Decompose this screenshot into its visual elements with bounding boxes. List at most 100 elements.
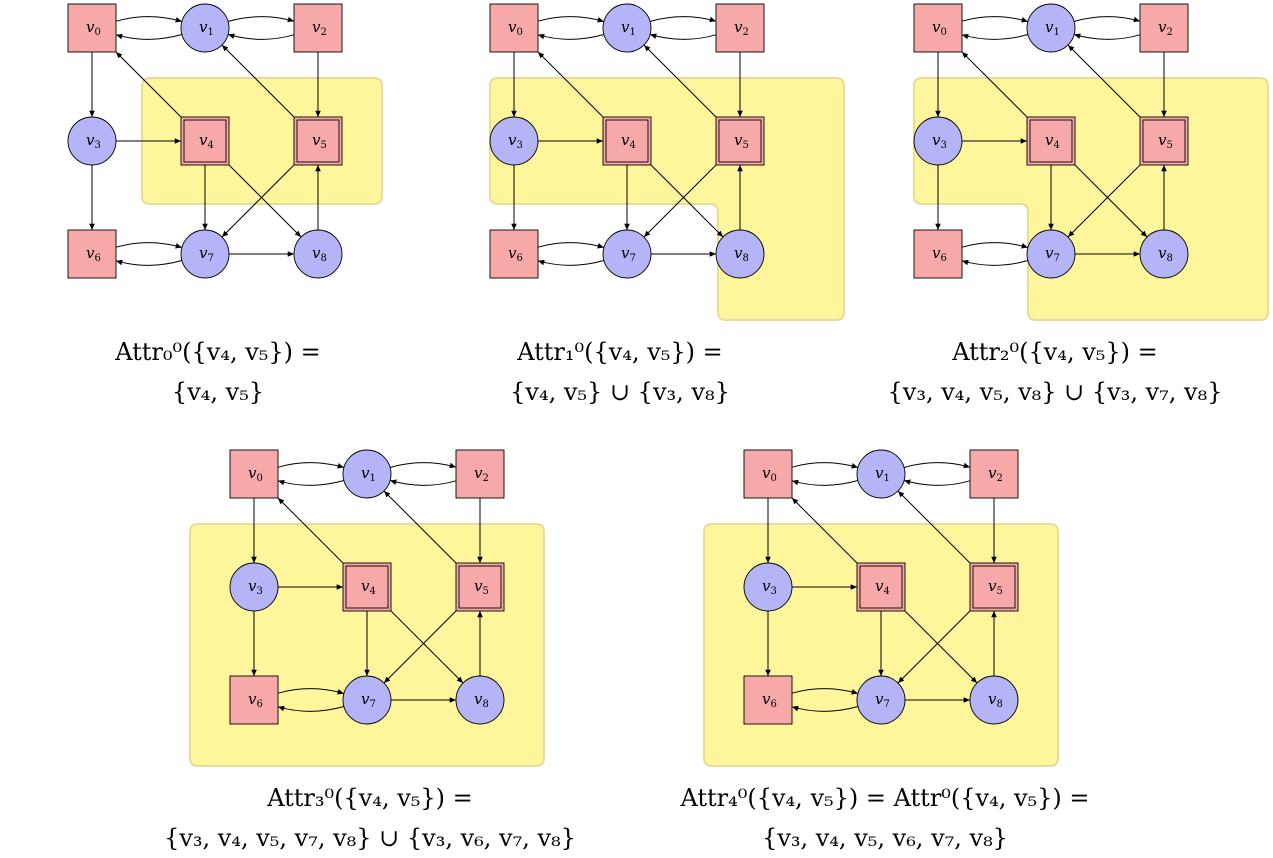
node-v5: v5 [969,562,1019,612]
node-label-v1: v1 [199,18,214,38]
node-label-v3: v3 [508,131,523,151]
edge-v5-v1 [643,44,717,118]
edge-v1-v2 [389,462,457,469]
node-v2: v2 [455,449,505,499]
edge-v5-v7 [897,610,971,684]
edge-v6-v7 [791,688,859,695]
caption-attr4: Attr₄⁰({v₄, v₅}) = Attr⁰({v₄, v₅}) = {v₃… [640,778,1130,858]
edge-v4-v8 [390,610,464,684]
node-label-v2: v2 [988,464,1003,484]
node-label-v8: v8 [474,690,489,710]
caption-attr4-line2: {v₃, v₄, v₅, v₆, v₇, v₈} [762,824,1008,852]
node-label-v8: v8 [312,244,327,264]
edge-v7-v6 [277,705,345,712]
caption-attr3-line2: {v₃, v₄, v₅, v₇, v₈} ∪ {v₃, v₆, v₇, v₈} [164,824,576,852]
node-label-v5: v5 [734,131,749,151]
node-v8: v8 [293,229,343,279]
node-label-v8: v8 [734,244,749,264]
caption-attr3: Attr₃⁰({v₄, v₅}) = {v₃, v₄, v₅, v₇, v₈} … [130,778,610,858]
node-v6: v6 [229,675,279,725]
edge-v1-v2 [227,16,295,23]
attractor-region [489,77,845,321]
node-label-v0: v0 [762,464,777,484]
caption-attr0-line1: Attr₀⁰({v₄, v₅}) = [115,338,321,366]
node-label-v7: v7 [1045,244,1060,264]
edge-v5-v7 [221,164,295,238]
edge-v1-v0 [277,479,345,486]
edge-v7-v6 [537,259,605,266]
edge-v6-v7 [961,242,1029,249]
node-label-v8: v8 [988,690,1003,710]
node-label-v1: v1 [875,464,890,484]
node-v3: v3 [743,562,793,612]
edge-v5-v7 [1067,164,1141,238]
node-v8: v8 [715,229,765,279]
node-v4: v4 [342,562,392,612]
edge-v4-v0 [961,51,1028,118]
node-label-v0: v0 [932,18,947,38]
caption-attr4-line1: Attr₄⁰({v₄, v₅}) = Attr⁰({v₄, v₅}) = [680,784,1090,812]
node-label-v5: v5 [312,131,327,151]
caption-attr1-line1: Attr₁⁰({v₄, v₅}) = [517,338,723,366]
caption-attr1-line2: {v₄, v₅} ∪ {v₃, v₈} [510,378,730,406]
edge-v2-v1 [1073,33,1141,40]
attractor-region [913,77,1269,321]
node-v0: v0 [489,3,539,53]
edge-v1-v0 [961,33,1029,40]
node-v0: v0 [67,3,117,53]
edge-v6-v7 [115,242,183,249]
node-v5: v5 [455,562,505,612]
node-label-v3: v3 [86,131,101,151]
edge-v1-v0 [537,33,605,40]
edge-v6-v7 [277,688,345,695]
edge-v4-v0 [277,497,344,564]
node-label-v1: v1 [361,464,376,484]
node-v4: v4 [856,562,906,612]
edge-v0-v1 [277,462,345,469]
edge-v2-v1 [649,33,717,40]
node-label-v2: v2 [312,18,327,38]
node-v8: v8 [455,675,505,725]
node-label-v7: v7 [361,690,376,710]
edge-v2-v1 [903,479,971,486]
node-v2: v2 [1139,3,1189,53]
node-v0: v0 [229,449,279,499]
node-label-v6: v6 [762,690,777,710]
edge-v5-v1 [221,44,295,118]
caption-attr2: Attr₂⁰({v₄, v₅}) = {v₃, v₄, v₅, v₈} ∪ {v… [850,332,1260,412]
edge-v2-v1 [227,33,295,40]
edge-v2-v1 [389,479,457,486]
node-label-v4: v4 [875,577,890,597]
node-label-v4: v4 [199,131,214,151]
edge-v0-v1 [791,462,859,469]
edge-v4-v8 [1074,164,1148,238]
node-v4: v4 [1026,116,1076,166]
edge-v5-v7 [643,164,717,238]
node-label-v7: v7 [199,244,214,264]
node-v6: v6 [489,229,539,279]
node-v0: v0 [743,449,793,499]
node-v8: v8 [1139,229,1189,279]
edge-v0-v1 [537,16,605,23]
caption-attr1: Attr₁⁰({v₄, v₅}) = {v₄, v₅} ∪ {v₃, v₈} [450,332,790,412]
node-v1: v1 [856,449,906,499]
node-v3: v3 [67,116,117,166]
edge-v1-v2 [903,462,971,469]
edge-v7-v6 [115,259,183,266]
node-label-v1: v1 [1045,18,1060,38]
node-label-v3: v3 [932,131,947,151]
node-v3: v3 [489,116,539,166]
caption-attr3-line1: Attr₃⁰({v₄, v₅}) = [267,784,473,812]
node-v5: v5 [293,116,343,166]
edge-v4-v0 [537,51,604,118]
node-label-v6: v6 [932,244,947,264]
edge-v4-v8 [228,164,302,238]
